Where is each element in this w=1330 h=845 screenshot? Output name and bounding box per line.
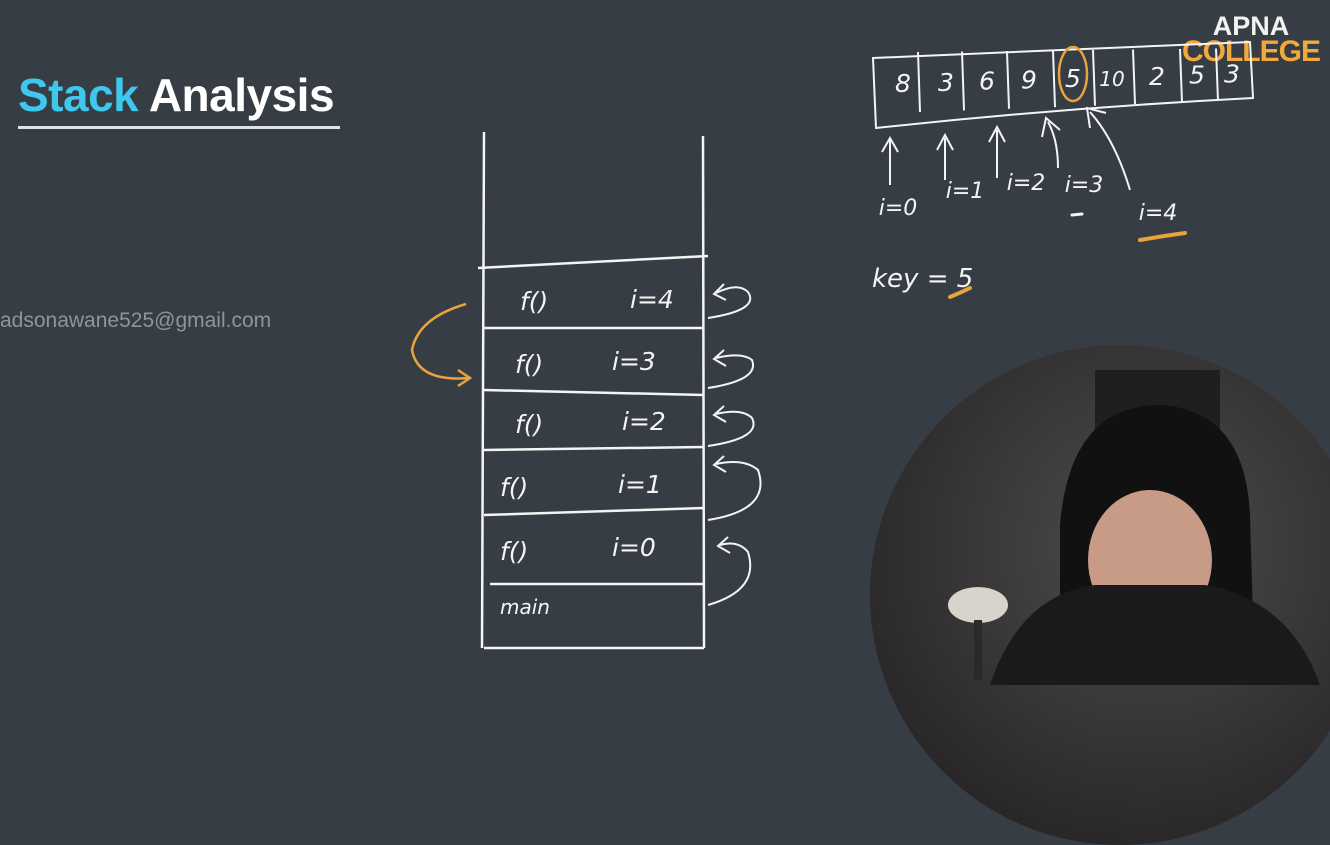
array-outline bbox=[871, 40, 1255, 130]
stack-frame-index: i=4 bbox=[630, 285, 674, 314]
stack-frame-separator bbox=[483, 445, 705, 452]
stack-frame-name: f() bbox=[500, 537, 528, 566]
arrow-i3 bbox=[1041, 116, 1061, 169]
i4-underline bbox=[1138, 231, 1187, 242]
arrow-i0 bbox=[881, 135, 899, 185]
stack-frame-index: i=0 bbox=[612, 533, 656, 562]
title-word-analysis: Analysis bbox=[148, 69, 335, 121]
call-stack: f() i=4 f() i=3 f() i=2 f() i=1 f() i=0 main bbox=[410, 131, 762, 650]
stack-right-wall bbox=[701, 135, 706, 649]
index-label: i=3 bbox=[1065, 173, 1104, 198]
arrow-i4 bbox=[1085, 106, 1131, 191]
array-cell: 5 bbox=[1065, 64, 1081, 93]
array-cell: 6 bbox=[979, 67, 995, 96]
array-cell: 10 bbox=[1099, 67, 1124, 91]
array-divider bbox=[1052, 50, 1056, 108]
title-word-stack: Stack bbox=[18, 69, 139, 121]
recursion-bracket-arrow bbox=[410, 302, 473, 388]
stack-frame-index: i=2 bbox=[622, 407, 666, 436]
array-cell: 8 bbox=[895, 69, 911, 98]
stack-frame-name: f() bbox=[520, 287, 548, 316]
stack-frame-index: i=1 bbox=[618, 470, 662, 499]
stack-frame-name: main bbox=[500, 595, 550, 619]
presenter-figure bbox=[948, 370, 1320, 685]
key-underline bbox=[948, 286, 972, 299]
array-cell: 2 bbox=[1149, 62, 1165, 91]
arrow-i2 bbox=[988, 124, 1006, 178]
title-underline bbox=[18, 126, 340, 129]
array-divider bbox=[917, 51, 921, 113]
index-label: i=1 bbox=[946, 179, 985, 204]
return-arrow bbox=[707, 455, 762, 521]
index-label: i=4 bbox=[1139, 201, 1178, 226]
stack-frame-name: f() bbox=[515, 410, 543, 439]
array-divider bbox=[1179, 48, 1183, 103]
stack-frame-separator bbox=[483, 506, 705, 517]
array-cell: 3 bbox=[938, 68, 954, 97]
array-cell: 9 bbox=[1021, 65, 1037, 94]
key-label: key = 5 bbox=[872, 264, 973, 294]
array-divider bbox=[1006, 50, 1010, 109]
index-label: i=0 bbox=[879, 196, 918, 221]
brand-line-apna: APNA bbox=[1212, 11, 1290, 41]
return-arrow bbox=[707, 283, 752, 319]
array-divider bbox=[1215, 48, 1219, 101]
stack-left-wall bbox=[480, 131, 486, 649]
email-watermark: adsonawane525@gmail.com bbox=[0, 309, 272, 332]
page-title: Stack Analysis bbox=[18, 68, 335, 122]
stack-frame-separator bbox=[477, 254, 709, 270]
return-arrow bbox=[707, 405, 755, 447]
return-arrow bbox=[707, 349, 755, 389]
arrow-i1 bbox=[936, 132, 954, 180]
index-arrows bbox=[881, 106, 1131, 191]
i3-mark bbox=[1070, 212, 1084, 217]
stack-frame-separator bbox=[483, 388, 705, 397]
array-divider bbox=[1092, 49, 1096, 106]
stack-frame-name: f() bbox=[500, 473, 528, 502]
found-element-circle bbox=[1057, 45, 1089, 103]
array-divider bbox=[1132, 49, 1136, 105]
array-cell: 3 bbox=[1224, 59, 1240, 88]
array-cell: 5 bbox=[1189, 61, 1205, 90]
return-arrow bbox=[707, 536, 752, 606]
index-label: i=2 bbox=[1007, 171, 1046, 196]
stack-frame-name: f() bbox=[515, 350, 543, 379]
stack-frame-index: i=3 bbox=[612, 347, 656, 376]
array-divider bbox=[961, 51, 965, 111]
